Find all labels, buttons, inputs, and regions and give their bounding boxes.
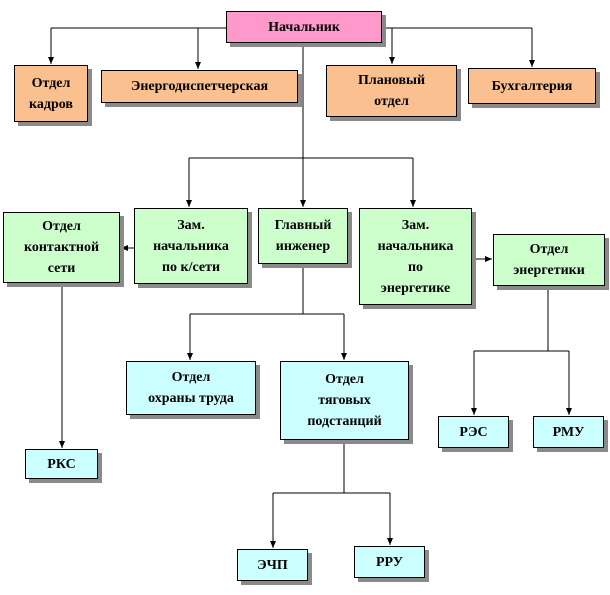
node-deputy-energy-label: Зам. начальника по энергетике — [377, 217, 454, 296]
node-rru: РРУ — [354, 546, 425, 578]
node-accounting-label: Бухгалтерия — [491, 78, 573, 94]
node-hr: Отдел кадров — [14, 65, 88, 122]
node-chief-label: Начальник — [268, 19, 340, 35]
node-substations: Отдел тяговых подстанций — [280, 361, 409, 440]
node-chief-engineer: Главный инженер — [258, 208, 348, 264]
node-rmu: РМУ — [533, 416, 604, 448]
node-rks: РКС — [25, 449, 98, 479]
node-labor-safety-label: Отдел охраны труда — [148, 370, 234, 406]
node-contact-network: Отдел контактной сети — [3, 212, 120, 283]
node-accounting: Бухгалтерия — [468, 68, 596, 104]
node-hr-label: Отдел кадров — [29, 75, 73, 112]
node-labor-safety: Отдел охраны труда — [126, 361, 256, 415]
node-planning-label: Плановый отдел — [357, 73, 426, 109]
node-power-dept: Отдел энергетики — [493, 234, 605, 286]
node-res: РЭС — [438, 416, 509, 448]
connector-group — [48, 27, 572, 548]
node-deputy-energy: Зам. начальника по энергетике — [359, 208, 472, 305]
node-planning: Плановый отдел — [326, 65, 457, 117]
node-deputy-network-label: Зам. начальника по к/сети — [153, 217, 229, 275]
node-energy-dispatch: Энергодиспетчерская — [101, 70, 298, 103]
node-substations-label: Отдел тяговых подстанций — [307, 372, 382, 429]
node-contact-network-label: Отдел контактной сети — [23, 219, 100, 276]
node-chief-engineer-label: Главный инженер — [274, 218, 332, 254]
node-rru-label: РРУ — [375, 554, 404, 570]
node-deputy-network: Зам. начальника по к/сети — [134, 208, 248, 284]
node-rmu-label: РМУ — [552, 424, 585, 440]
node-echp: ЭЧП — [237, 549, 308, 581]
node-res-label: РЭС — [459, 424, 488, 440]
node-echp-label: ЭЧП — [257, 557, 288, 573]
node-chief: Начальник — [226, 11, 382, 43]
node-energy-dispatch-label: Энергодиспетчерская — [130, 79, 269, 94]
node-power-dept-label: Отдел энергетики — [513, 242, 585, 278]
node-rks-label: РКС — [47, 456, 76, 472]
